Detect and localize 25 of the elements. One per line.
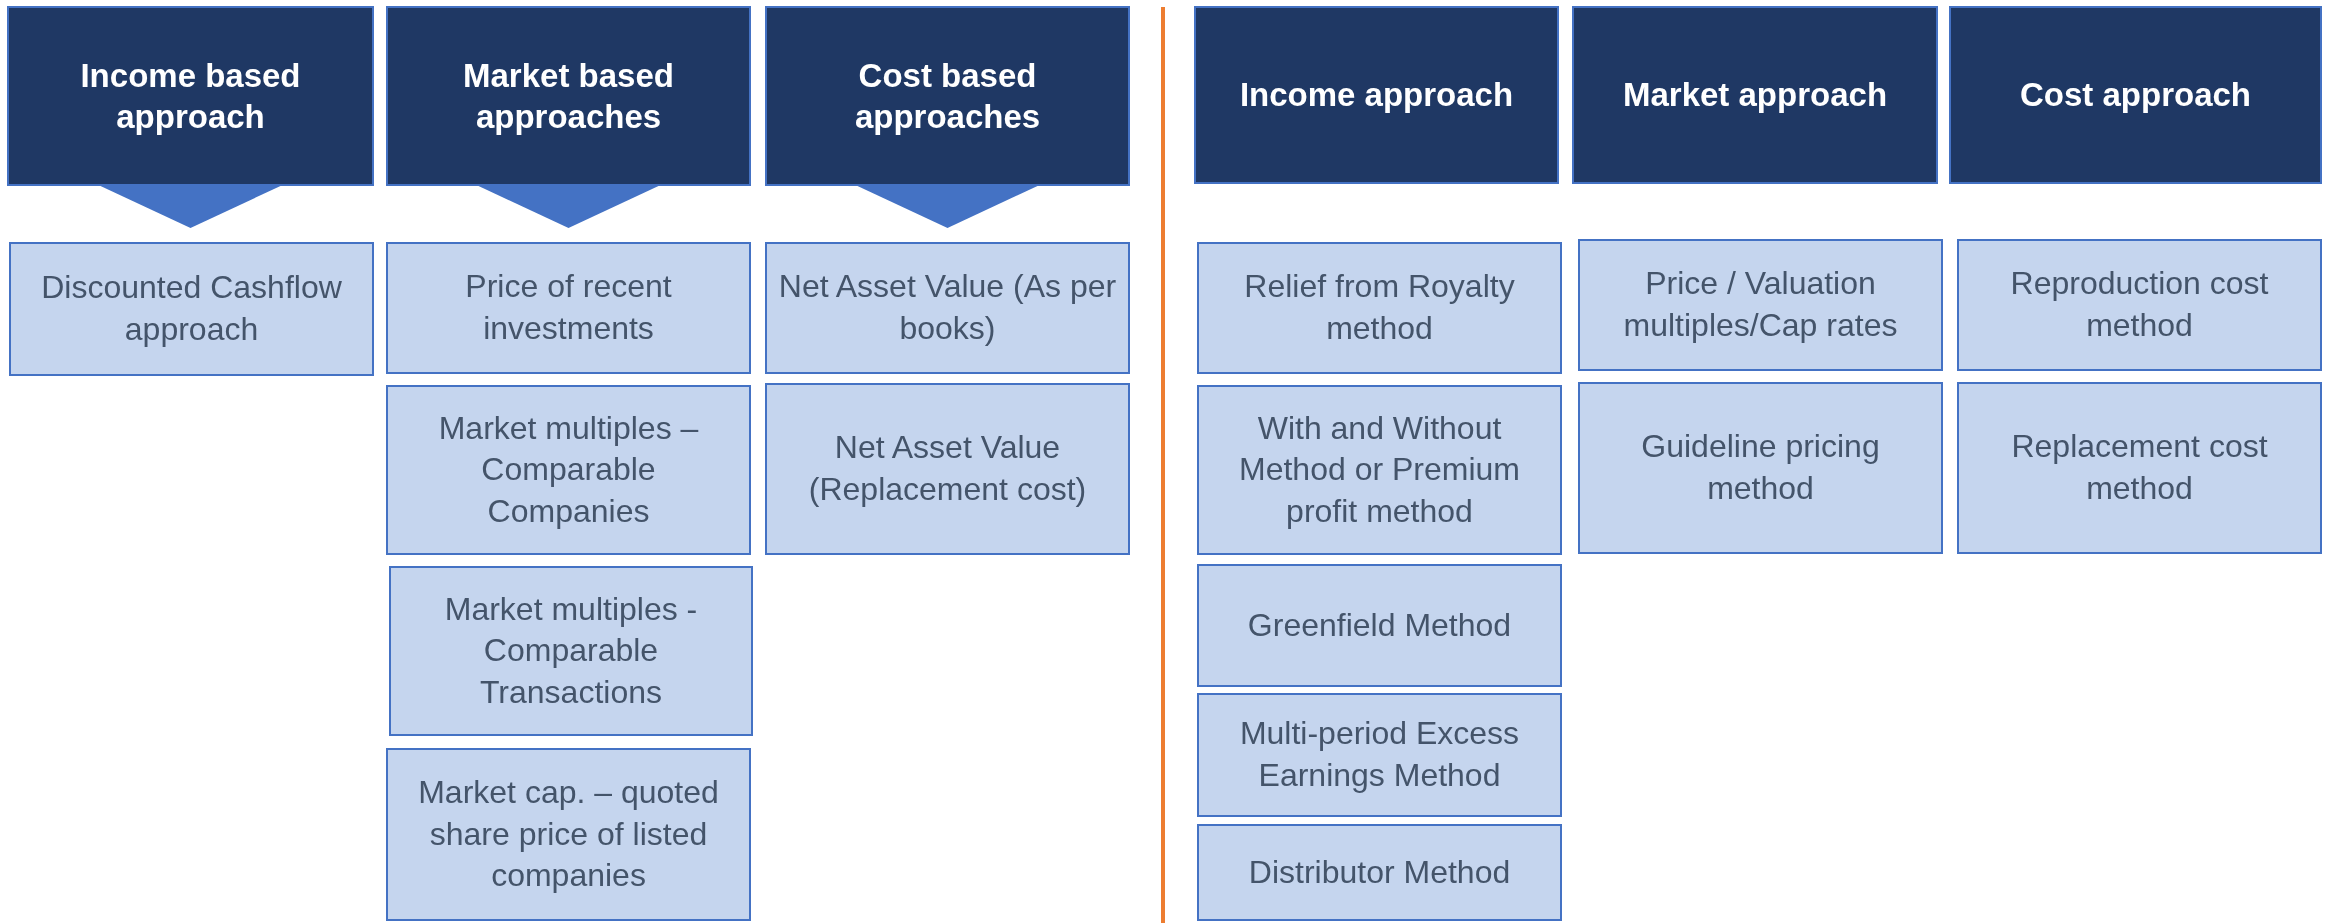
method-box: Net Asset Value (Replacement cost) xyxy=(765,383,1130,555)
header-box: Income based approach xyxy=(7,6,374,186)
header-box: Income approach xyxy=(1194,6,1559,184)
method-box: With and Without Method or Premium profit method xyxy=(1197,385,1562,555)
header-box: Cost approach xyxy=(1949,6,2322,184)
method-box: Market multiples - Comparable Transactions xyxy=(389,566,753,736)
header-box: Cost based approaches xyxy=(765,6,1130,186)
method-box: Replacement cost method xyxy=(1957,382,2322,554)
method-box: Reproduction cost method xyxy=(1957,239,2322,371)
method-box: Discounted Cashflow approach xyxy=(9,242,374,376)
method-box: Market cap. – quoted share price of listed companies xyxy=(386,748,751,921)
header-box: Market based approaches xyxy=(386,6,751,186)
header-box: Market approach xyxy=(1572,6,1938,184)
method-box: Distributor Method xyxy=(1197,824,1562,921)
chevron-arrow xyxy=(478,186,659,228)
method-box: Relief from Royalty method xyxy=(1197,242,1562,374)
method-box: Price / Valuation multiples/Cap rates xyxy=(1578,239,1943,371)
method-box: Multi-period Excess Earnings Method xyxy=(1197,693,1562,817)
method-box: Greenfield Method xyxy=(1197,564,1562,687)
method-box: Net Asset Value (As per books) xyxy=(765,242,1130,374)
chevron-arrow xyxy=(100,186,281,228)
chevron-arrow xyxy=(857,186,1038,228)
method-box: Market multiples – Comparable Companies xyxy=(386,385,751,555)
method-box: Price of recent investments xyxy=(386,242,751,374)
method-box: Guideline pricing method xyxy=(1578,382,1943,554)
